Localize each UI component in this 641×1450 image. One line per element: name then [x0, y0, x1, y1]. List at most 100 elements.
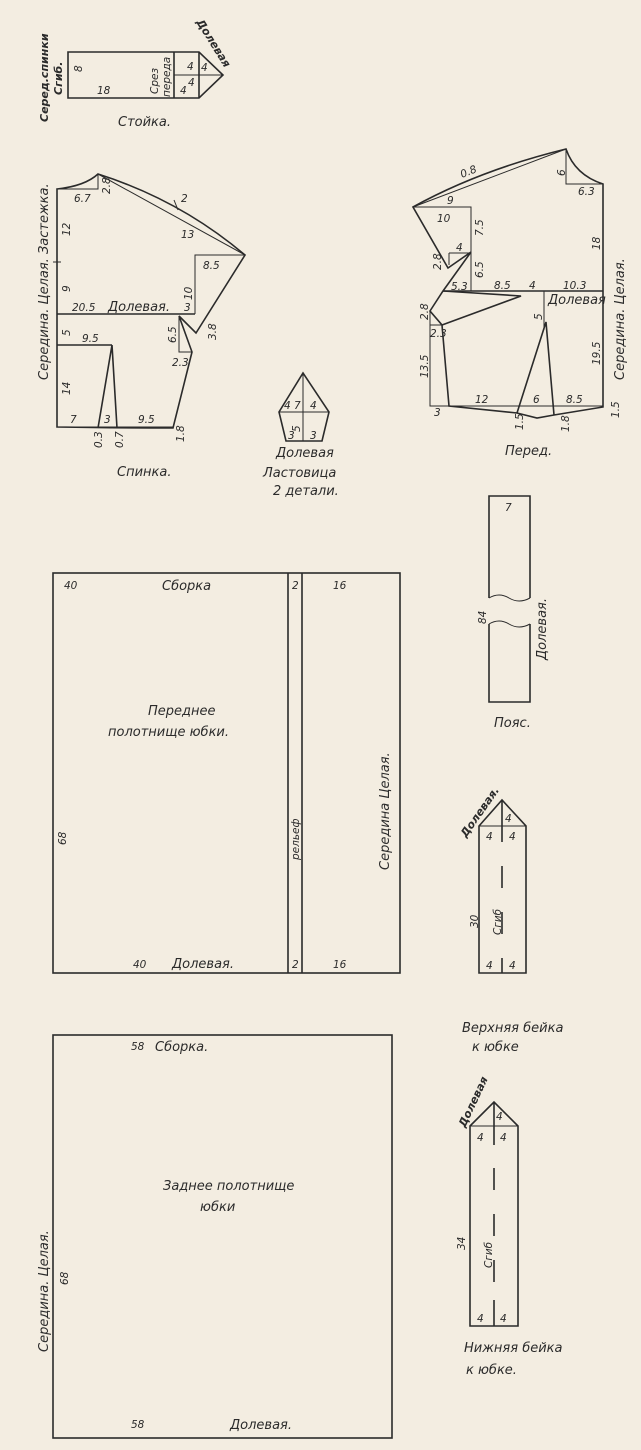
dim-label: 6.3: [578, 186, 595, 198]
dim-label: 9.5: [138, 414, 155, 426]
dim-label: 8.5: [203, 260, 220, 272]
dart-guide: [448, 252, 471, 265]
relief-strip: [287, 573, 303, 973]
shoulder-mark: [173, 199, 179, 211]
dim-label: 3: [310, 430, 317, 442]
dim-label: 8: [73, 65, 85, 72]
front-bodice-piece: 0.8 9 10 7.5 4 2.8 6.5 5.3 8.5 4 10.3 До…: [411, 148, 628, 459]
dim-label: 10.3: [563, 280, 586, 292]
back-skirt-outline: [52, 1034, 393, 1439]
dim-label: 58: [131, 1041, 145, 1053]
dim-label: 9.5: [82, 333, 99, 345]
piece-title: юбки: [200, 1200, 235, 1215]
upper-band-piece: Долевая. 4 4 4 30 Сгиб 4 4 Верхняя бейка…: [457, 784, 563, 1055]
grain-label: Долевая.: [229, 1418, 292, 1433]
dim-label: 5: [61, 329, 73, 336]
dim-label: 4: [180, 85, 187, 97]
dim-label: 2.8: [419, 303, 431, 320]
fold-label: Сгиб: [492, 908, 504, 935]
dim-label: 4: [509, 960, 516, 972]
dim-label: 4: [310, 400, 317, 412]
dim-label: 4: [500, 1313, 507, 1325]
belt-outline: [488, 495, 531, 703]
dim-label: 18: [97, 85, 111, 97]
dim-label: 2.8: [101, 177, 113, 194]
dim-label: 20.5: [72, 302, 96, 314]
dim-label: 10: [183, 286, 195, 300]
relief-label: рельеф: [290, 819, 302, 861]
gather-label: Сборка.: [155, 1040, 208, 1055]
lower-band-outline: [469, 1100, 519, 1327]
collar-fold-label: Серед.спинки: [38, 33, 51, 122]
dim-label: 3.8: [207, 323, 219, 340]
dim-label: 3: [184, 302, 191, 314]
dim-label: 40: [133, 959, 147, 971]
dim-label: 4: [187, 61, 194, 73]
fold-label: Сгиб: [483, 1241, 495, 1268]
dim-label: 4: [486, 960, 493, 972]
neck-guide: [565, 149, 603, 185]
dim-label: 68: [57, 831, 69, 845]
dim-label: 9: [61, 285, 73, 292]
side-guide: [178, 316, 192, 353]
dim-label: 2.8: [432, 253, 444, 270]
dim-label: 6.5: [474, 261, 486, 278]
center-label: Середина. Целая.: [37, 1230, 52, 1352]
dim-label: 7: [70, 414, 77, 426]
collar-edge-label: Срез: [149, 68, 161, 94]
dim-label: 4: [486, 831, 493, 843]
grain-label: Долевая.: [107, 300, 170, 315]
dim-label: 84: [477, 611, 489, 624]
front-skirt-outline: [52, 572, 401, 974]
gusset-outline: [278, 371, 330, 442]
dim-label: 4: [496, 1111, 503, 1123]
dim-label: 6.7: [74, 193, 91, 205]
center-label: Середина. Целая. Застежка.: [37, 183, 52, 380]
shoulder-chord: [97, 173, 246, 256]
dim-label: 18: [591, 236, 603, 250]
dim-label: 4 7: [284, 400, 301, 412]
dim-label: 2.3: [172, 357, 189, 369]
lower-band-piece: Долевая 4 4 4 34 Сгиб 4 4 Нижняя бейка к…: [456, 1075, 563, 1378]
dim-label: 4: [477, 1132, 484, 1144]
dim-label: 40: [64, 580, 78, 592]
waist-dart: [516, 321, 555, 416]
gather-label: Сборка: [162, 579, 211, 594]
piece-title: к юбке: [472, 1040, 519, 1055]
piece-title: Стойка.: [118, 115, 171, 130]
gusset-piece: 4 7 4 5 3 3 Долевая Ластовица 2 детали.: [262, 371, 339, 499]
dim-label: 4: [188, 77, 195, 89]
dim-label: 4: [505, 813, 512, 825]
piece-title: Пояс.: [494, 716, 531, 731]
dim-label: 3: [288, 430, 295, 442]
piece-title: Спинка.: [117, 465, 171, 480]
dim-label: 8.5: [566, 394, 583, 406]
grain-label: Долевая: [275, 446, 334, 461]
dim-label: 14: [61, 382, 73, 395]
dim-label: 7.5: [474, 219, 486, 236]
dim-label: 1.5: [610, 401, 622, 418]
grain-label: Долевая.: [535, 598, 550, 661]
neck-guide: [57, 174, 99, 190]
dim-label: 12: [61, 222, 73, 236]
dim-label: 1.5: [514, 413, 526, 430]
dim-label: 16: [333, 580, 347, 592]
dim-label: 3: [434, 407, 441, 419]
collar-edge-label: переда: [161, 57, 173, 97]
collar-fold-label: Сгиб.: [52, 62, 65, 95]
dim-label: 2: [292, 959, 299, 971]
dim-label: 16: [333, 959, 347, 971]
front-skirt-piece: 40 Сборка 2 16 Переднее полотнище юбки. …: [52, 572, 401, 974]
dim-label: 7: [505, 502, 512, 514]
center-label: Середина. Целая.: [613, 258, 628, 380]
upper-band-outline: [478, 798, 527, 974]
dim-label: 8.5: [494, 280, 511, 292]
dim-label: 0.7: [114, 431, 126, 448]
dim-label: 0.8: [459, 163, 479, 181]
piece-title: Верхняя бейка: [462, 1021, 563, 1036]
piece-title: к юбке.: [466, 1363, 517, 1378]
piece-title: Заднее полотнище: [163, 1179, 294, 1194]
belt-piece: 7 84 Долевая. Пояс.: [477, 495, 550, 731]
grain-label: Долевая: [547, 293, 606, 308]
